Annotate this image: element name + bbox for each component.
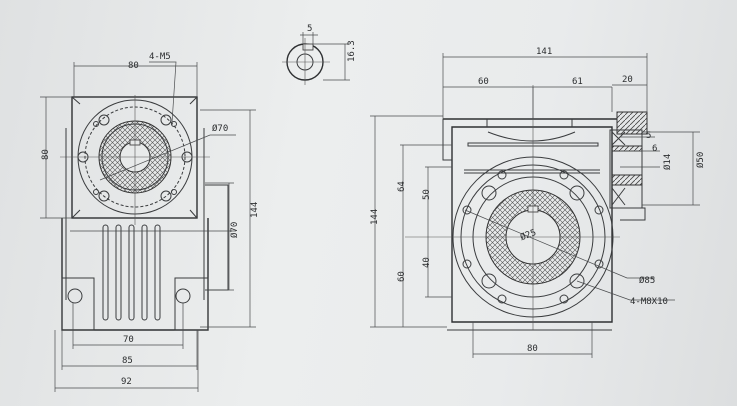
- dim-input-flange-diameter: Ø50: [695, 152, 706, 168]
- dim-input-shaft-diameter: Ø14: [662, 154, 673, 170]
- dim-key-width: 5: [646, 131, 651, 141]
- dim-foot-width: 85: [122, 356, 133, 366]
- dim-overall-width: 92: [121, 377, 132, 387]
- dim-overall-length: 141: [536, 47, 552, 57]
- cooling-fins: [102, 224, 161, 321]
- dim-overall-height: 144: [250, 202, 260, 218]
- dim-left-length: 60: [478, 77, 489, 87]
- dim-overall-height: 144: [370, 209, 380, 225]
- shaft-key-detail: 5 16.3: [282, 24, 357, 85]
- dim-bore-diameter: Ø25: [519, 227, 538, 243]
- dim-body-diameter: Ø70: [229, 222, 240, 238]
- dim-key-width: 5: [307, 24, 312, 34]
- dim-flange-diameter: Ø70: [212, 123, 228, 134]
- dim-input-flange: 20: [622, 75, 633, 85]
- callout-4-m8x10: 4-M8X10: [630, 297, 668, 307]
- side-view: 80 4-M5 Ø70 80 144 Ø70 70 85 92: [40, 52, 260, 392]
- dim-lower-height-outer: 60: [397, 271, 407, 282]
- dim-height-left: 80: [41, 149, 51, 160]
- callout-4-m5: 4-M5: [149, 52, 171, 62]
- dim-pitch-circle-diameter: Ø85: [639, 275, 655, 286]
- dim-key-depth: 16.3: [347, 40, 357, 62]
- dim-base-width: 80: [527, 344, 538, 354]
- dim-upper-height-outer: 64: [397, 181, 407, 192]
- dim-upper-height-inner: 50: [422, 189, 432, 200]
- front-view: 141 60 61 20 Ø50 5 6 Ø14 144 64 60 50 40…: [370, 47, 706, 358]
- dim-right-length: 61: [572, 77, 583, 87]
- dim-foot-hole-spacing: 70: [123, 335, 134, 345]
- dim-width-top: 80: [128, 61, 139, 71]
- dim-key-height: 6: [652, 144, 657, 154]
- dim-lower-height-inner: 40: [422, 257, 432, 268]
